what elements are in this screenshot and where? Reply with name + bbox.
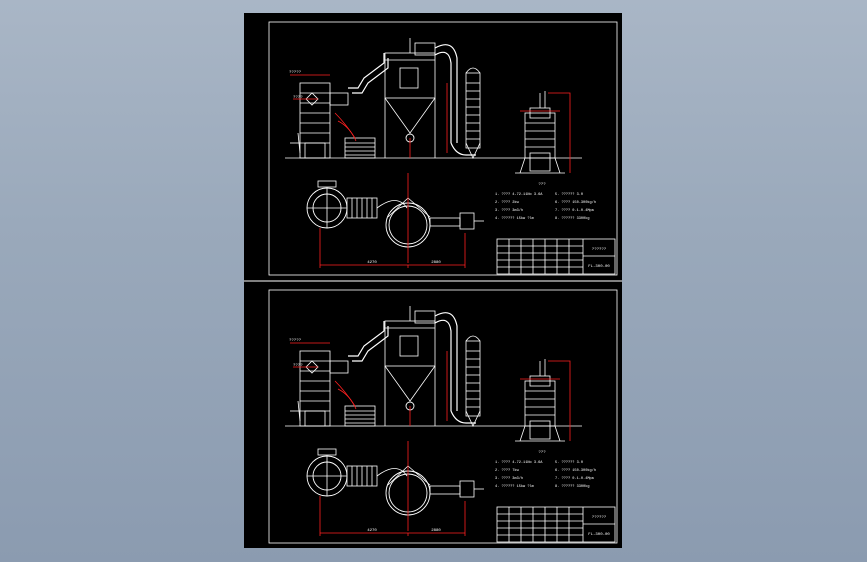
duct-pipe	[352, 58, 389, 94]
note-item: 4. ?????? 15kw ?lm	[495, 484, 534, 489]
scrubber-column	[465, 340, 481, 417]
dryer-window	[399, 335, 419, 357]
title-block	[496, 238, 616, 275]
note-item: 1. ???? 4-72-11No 3.6A	[495, 461, 543, 465]
dimension-label: 4270	[367, 261, 377, 265]
note-item: 7. ???? 0.1-0.4Mpa	[555, 209, 595, 213]
plan-link	[376, 200, 408, 209]
arc-duct	[434, 44, 458, 143]
scrubber-top	[465, 335, 481, 342]
arc-duct	[434, 319, 452, 411]
note-item: 5. ?????? 3.0	[555, 193, 583, 197]
plan-feeder	[317, 180, 337, 188]
plan-link	[376, 468, 408, 477]
dimension-label: 2880	[431, 529, 441, 533]
duct-box	[414, 310, 436, 324]
notes-title: ???	[538, 183, 546, 187]
side-leg	[519, 157, 561, 174]
callout-label: ????	[293, 96, 303, 100]
side-body	[524, 380, 556, 427]
side-base	[529, 420, 551, 440]
dimension-label: 2880	[431, 261, 441, 265]
note-item: 1. ???? 4-72-11No 3.6A	[495, 193, 543, 197]
arc-duct-bottom	[450, 142, 476, 156]
notes-title: ???	[538, 451, 546, 455]
side-base	[529, 152, 551, 172]
note-item: 8. ?????? 3300kg	[555, 484, 590, 489]
motor-box	[329, 360, 349, 374]
drawing-sheet-lower: ????????? 4270 2880??? 1. ???? 4-72-11No 3.…	[268, 289, 618, 544]
note-item: 3. ???? 3m3/h	[495, 476, 523, 481]
dryer-window	[399, 67, 419, 89]
plan-feeder	[317, 448, 337, 456]
note-item: 2. ???? 7kw	[495, 468, 520, 473]
note-item: 4. ?????? 15kw ?lm	[495, 216, 534, 221]
note-item: 3. ???? 3m3/h	[495, 208, 523, 213]
inner-frame	[268, 21, 618, 276]
duct-box	[414, 42, 436, 56]
duct-pipe	[348, 53, 385, 89]
title-block-name: ??????	[592, 516, 607, 520]
inner-frame	[268, 289, 618, 544]
arc-duct	[434, 51, 452, 143]
duct-pipe	[348, 321, 385, 357]
note-item: 5. ?????? 3.0	[555, 461, 583, 465]
feeder-base	[304, 142, 326, 159]
title-block-code: FL-300-00	[588, 533, 610, 537]
drawing-sheet-upper: ????????? 4270 2880??? 1. ???? 4-72-11No 3.…	[268, 21, 618, 276]
feeder-base	[304, 410, 326, 427]
mixer-box	[344, 405, 376, 427]
duct-pipe	[352, 326, 389, 362]
callout-leader	[337, 388, 357, 410]
callout-label: ????	[293, 364, 303, 368]
side-leg	[519, 425, 561, 442]
note-item: 6. ???? 150-300kg/h	[555, 200, 596, 205]
dryer-cone	[384, 365, 436, 402]
scrubber-cone	[465, 410, 481, 427]
note-item: 8. ?????? 3300kg	[555, 216, 590, 221]
side-body	[524, 112, 556, 159]
scrubber-cone	[465, 142, 481, 159]
title-block	[496, 506, 616, 543]
arc-duct	[434, 312, 458, 411]
arc-duct-bottom	[450, 410, 476, 424]
scrubber-top	[465, 67, 481, 74]
scrubber-column	[465, 72, 481, 149]
callout-leader	[337, 120, 357, 142]
side-dimension	[548, 360, 571, 441]
dimension-label: 4270	[367, 529, 377, 533]
side-dimension	[548, 92, 571, 173]
title-block-name: ??????	[592, 248, 607, 252]
motor-box	[329, 92, 349, 106]
callout-label: ?????	[289, 71, 302, 75]
note-item: 7. ???? 0.1-0.4Mpa	[555, 477, 595, 481]
note-item: 2. ???? 2kw	[495, 200, 520, 205]
callout-label: ?????	[289, 339, 302, 343]
mixer-box	[344, 137, 376, 159]
dryer-cone	[384, 97, 436, 134]
note-item: 6. ???? 150-300kg/h	[555, 468, 596, 473]
title-block-code: FL-300-00	[588, 265, 610, 269]
